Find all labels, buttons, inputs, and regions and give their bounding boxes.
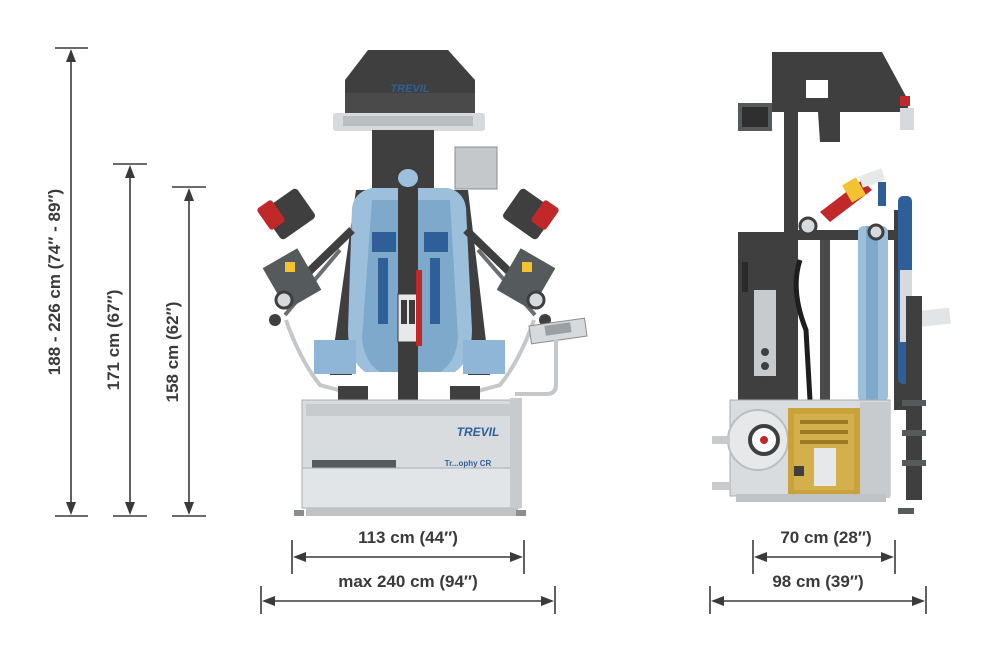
front-max-width-label: max 240 cm (94″) [338,572,478,591]
height-dimension-171: 171 cm (67″) [104,163,147,517]
side-depth-70-dimension: 70 cm (28″) [752,528,896,574]
height-range-label: 188 - 226 cm (74″ - 89″) [45,189,64,375]
side-depth-98-label: 98 cm (39″) [772,572,863,591]
front-right-arm [459,188,559,398]
machine-side-view [712,52,951,514]
height-dimension-range: 188 - 226 cm (74″ - 89″) [45,47,88,517]
front-model-label: Tr...ophy CR [445,459,492,468]
front-width-label: 113 cm (44″) [358,528,458,547]
front-control-box [454,146,498,190]
machine-front-view: TREVIL [257,50,588,516]
front-width-dimension: 113 cm (44″) [291,528,525,574]
front-control-panel [515,317,588,396]
height-158-label: 158 cm (62″) [163,302,182,403]
front-max-width-dimension: max 240 cm (94″) [260,572,556,614]
side-head [772,52,908,142]
side-depth-70-label: 70 cm (28″) [780,528,871,547]
side-depth-98-dimension: 98 cm (39″) [709,572,927,614]
height-dimension-158: 158 cm (62″) [163,186,206,517]
front-head-logo: TREVIL [390,83,429,95]
front-base-logo: TREVIL [457,425,500,439]
front-left-arm [257,188,361,398]
height-171-label: 171 cm (67″) [104,290,123,391]
